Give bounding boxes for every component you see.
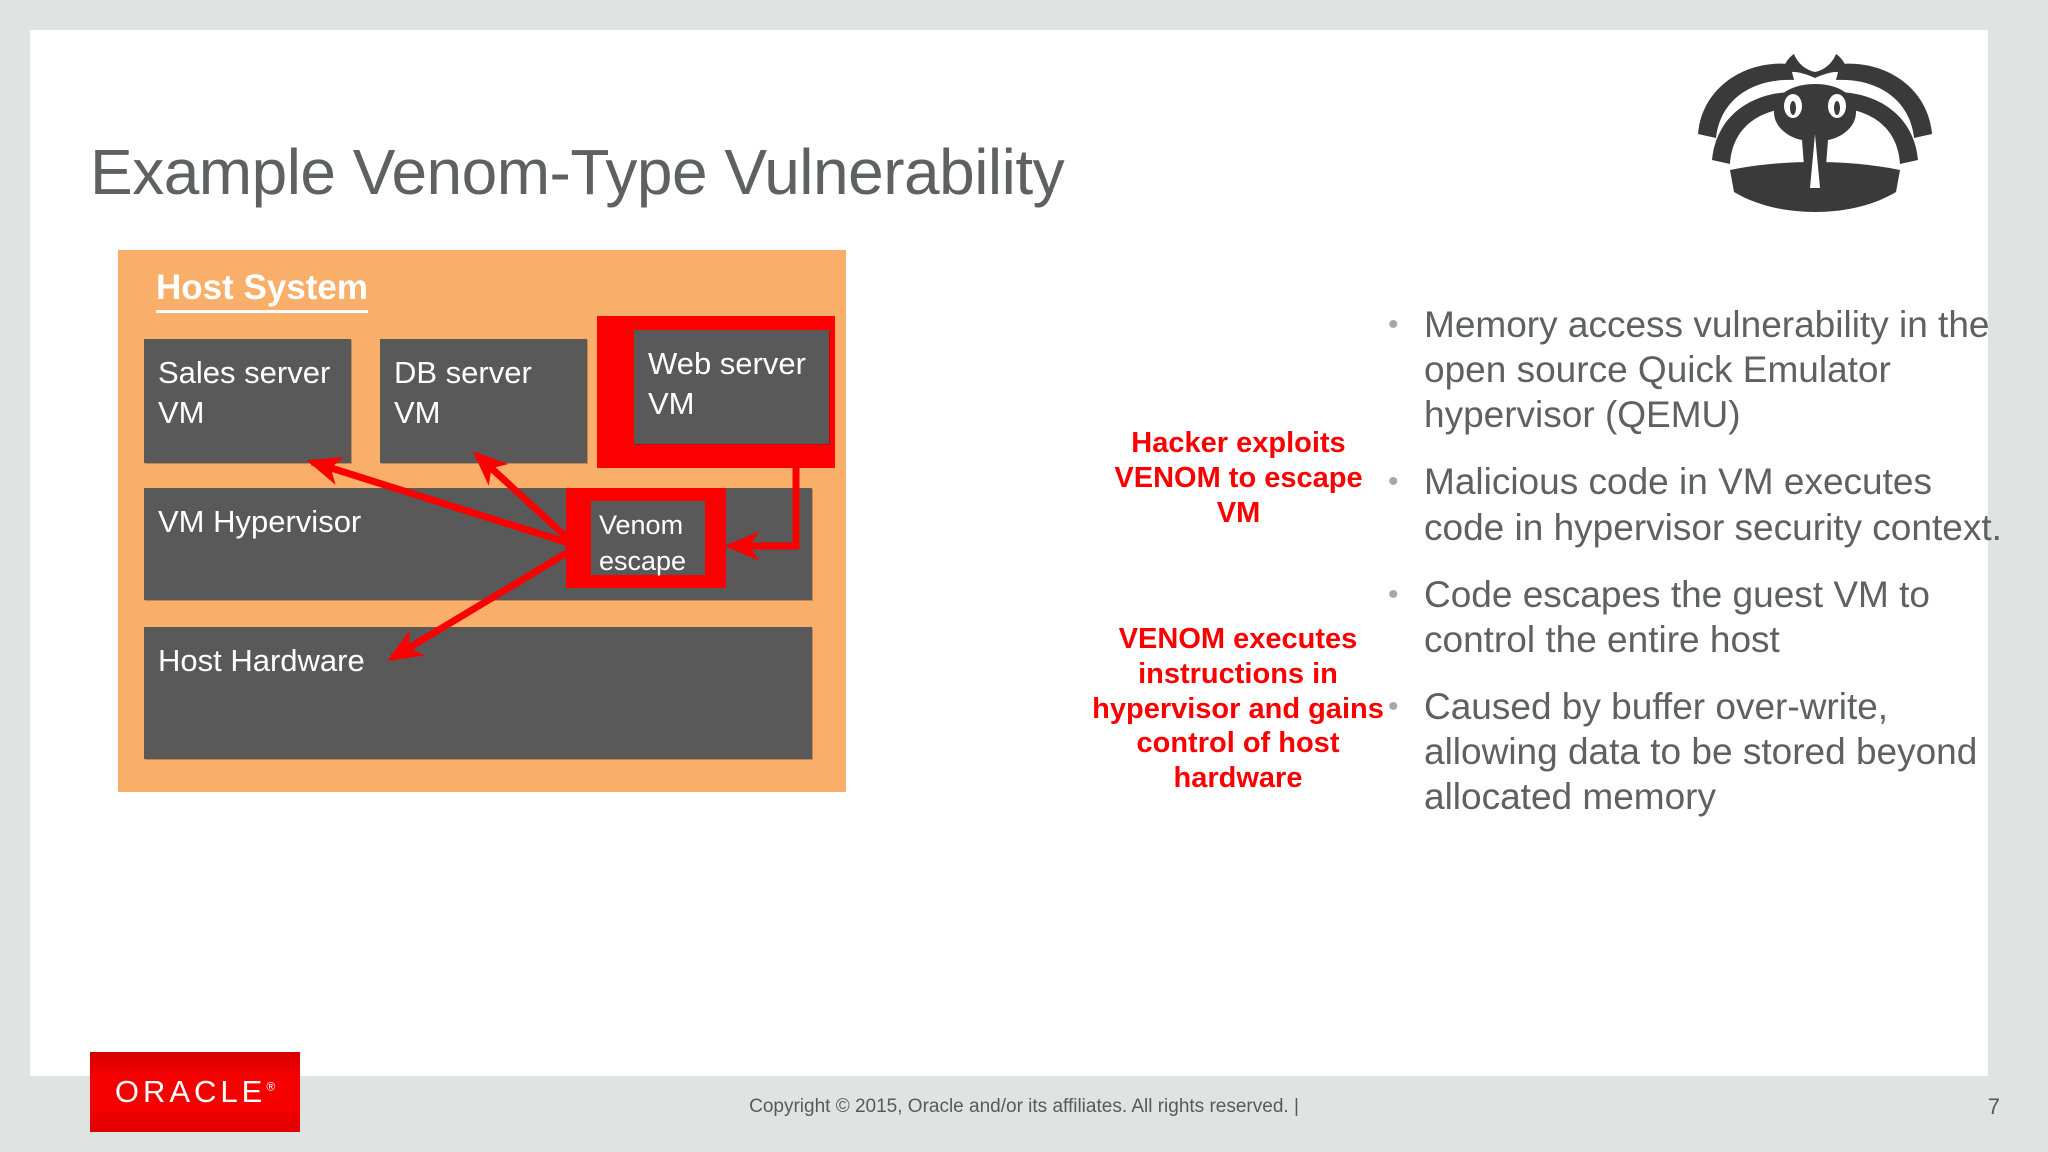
vm-box-db-server[interactable]: DB server VM [380, 339, 587, 463]
page-number: 7 [1987, 1094, 2000, 1119]
bullet-marker-icon: • [1388, 308, 1399, 341]
vm-box-web-server[interactable]: Web server VM [634, 330, 829, 444]
bullet-marker-icon: • [1388, 689, 1399, 723]
oracle-logo: ORACLE® [90, 1052, 300, 1132]
venom-escape-box[interactable]: Venom escape [591, 501, 705, 576]
vm-db-line1: DB server [394, 355, 532, 390]
host-hardware-box[interactable]: Host Hardware [144, 627, 812, 759]
vm-box-sales-server[interactable]: Sales server VM [144, 339, 351, 463]
host-system-label: Host System [156, 268, 369, 314]
copyright-notice: Copyright © 2015, Oracle and/or its affi… [749, 1096, 1299, 1117]
vm-web-line1: Web server [648, 346, 806, 381]
bullet-text: Caused by buffer over-write, allowing da… [1424, 685, 1978, 818]
annotation-hacker-exploits: Hacker exploits VENOM to escape VM [1114, 427, 1363, 529]
list-item: • Caused by buffer over-write, allowing … [1388, 684, 2018, 819]
vm-sales-line1: Sales server [158, 355, 331, 390]
list-item: • Malicious code in VM executes code in … [1388, 459, 2018, 549]
venom-escape-highlight-frame: Venom escape [566, 488, 726, 588]
list-item: • Memory access vulnerability in the ope… [1388, 302, 2018, 437]
venom-escape-line1: Venom [599, 510, 684, 540]
annotation-venom-executes: VENOM executes instructions in hyperviso… [1092, 623, 1384, 795]
page-title: Example Venom-Type Vulnerability [90, 136, 1065, 208]
oracle-wordmark: ORACLE® [115, 1074, 275, 1110]
list-item: • Code escapes the guest VM to control t… [1388, 572, 2018, 662]
vm-hypervisor-label: VM Hypervisor [158, 504, 362, 539]
venom-escape-line2: escape [599, 546, 687, 577]
host-hardware-label: Host Hardware [158, 643, 365, 678]
key-points-list: • Memory access vulnerability in the ope… [1388, 302, 2018, 841]
vm-db-line2: VM [394, 394, 441, 430]
vm-sales-line2: VM [158, 394, 205, 430]
bullet-text: Malicious code in VM executes code in hy… [1424, 461, 2002, 548]
oracle-wordmark-text: ORACLE [114, 1074, 267, 1109]
bullet-marker-icon: • [1388, 577, 1399, 611]
slide-canvas: Example Venom-Type Vulnerability [30, 30, 2002, 1076]
bullet-text: Memory access vulnerability in the open … [1424, 304, 1990, 436]
venom-cobra-logo [1690, 42, 1940, 212]
web-server-vm-highlight-frame: Web server VM [597, 316, 835, 468]
bullet-text: Code escapes the guest VM to control the… [1424, 573, 1930, 660]
vm-web-line2: VM [648, 385, 695, 421]
bullet-marker-icon: • [1388, 465, 1399, 499]
registered-trademark-icon: ® [266, 1079, 276, 1094]
host-system-container: Host System Sales server VM DB server VM… [118, 250, 846, 792]
